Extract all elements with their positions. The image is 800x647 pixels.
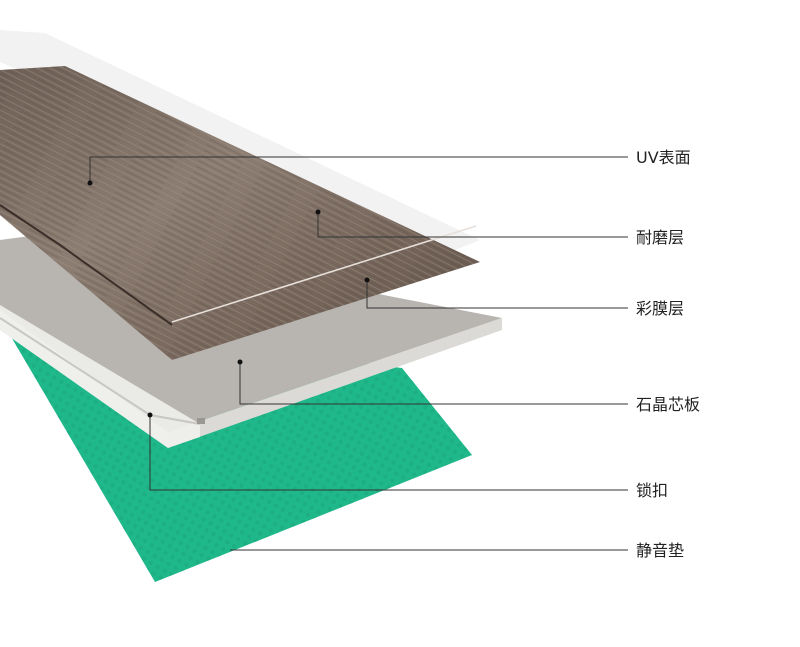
label-lock: 锁扣 xyxy=(636,481,668,500)
leader-lines xyxy=(89,156,628,551)
label-uv-surface: UV表面 xyxy=(636,148,691,167)
uv-surface-layer xyxy=(0,30,480,256)
label-silent-pad: 静音垫 xyxy=(636,541,684,560)
wood-film-layer xyxy=(0,66,480,360)
label-color-film: 彩膜层 xyxy=(636,299,684,318)
leader-dots xyxy=(87,180,370,418)
label-core-board: 石晶芯板 xyxy=(636,395,700,414)
label-wear-layer: 耐磨层 xyxy=(636,228,684,247)
wear-layer-line xyxy=(171,225,477,323)
